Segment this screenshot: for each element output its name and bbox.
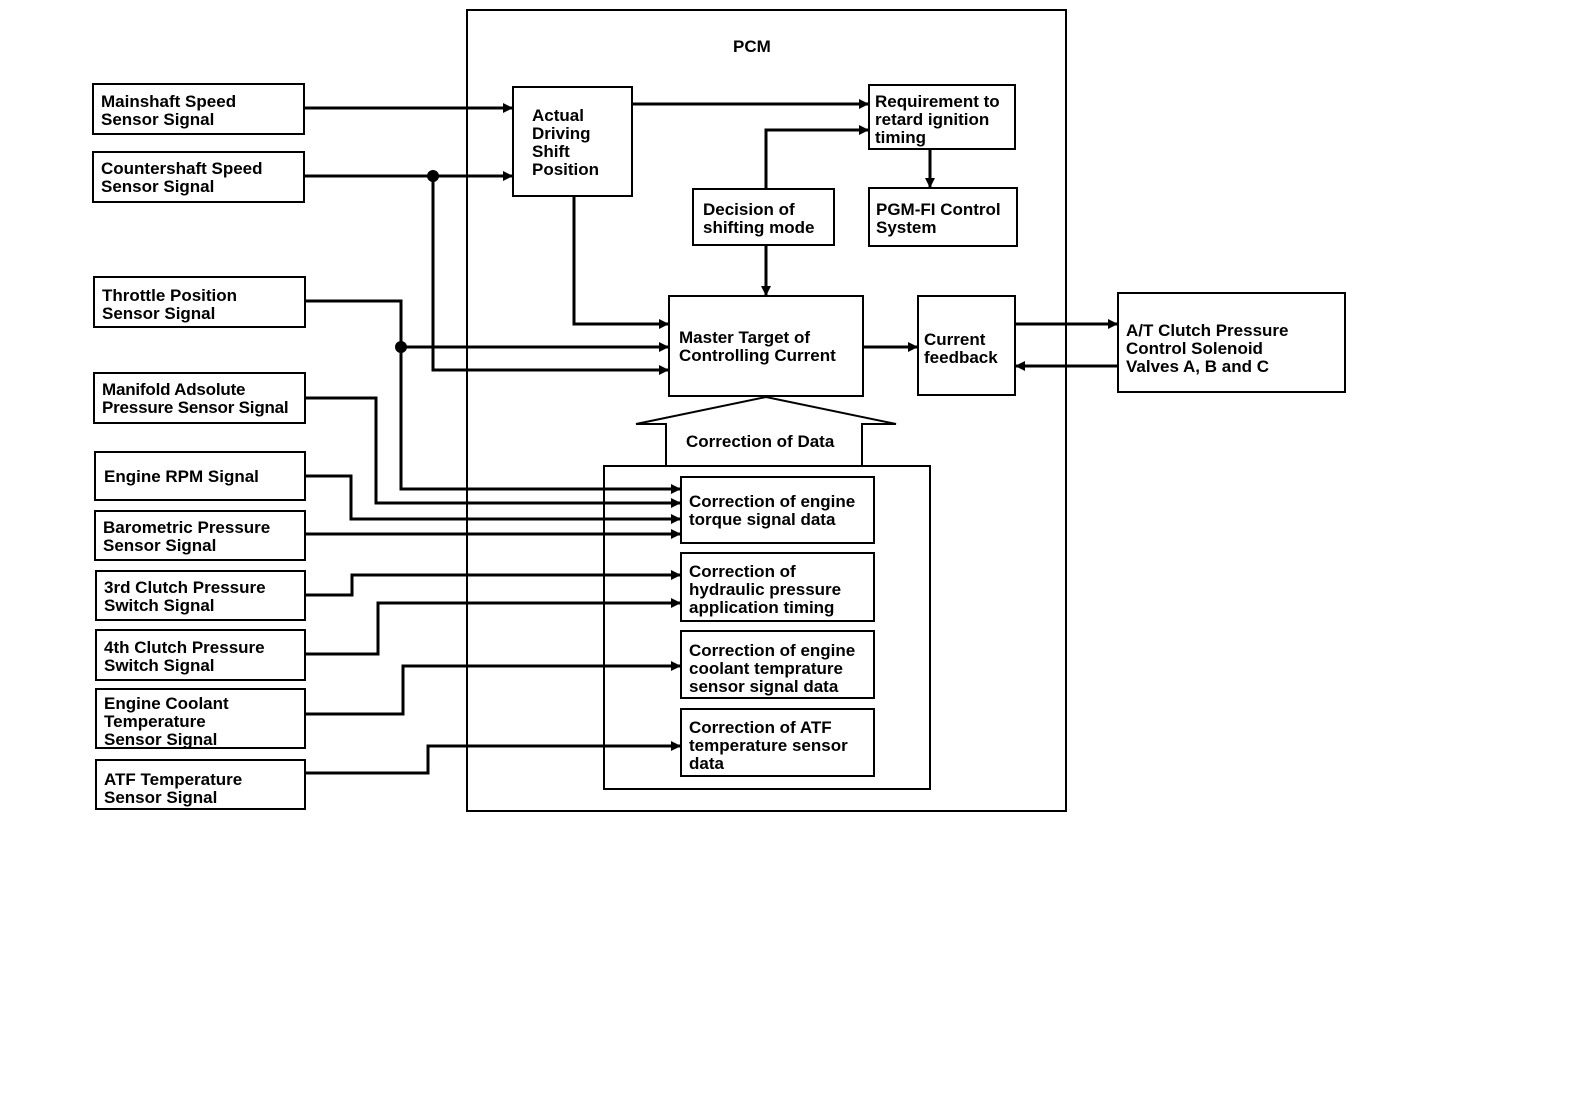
input-label: 4th Clutch Pressure Switch Signal: [104, 638, 265, 675]
input-countershaft-speed: Countershaft Speed Sensor Signal: [92, 151, 305, 203]
block-label: PGM-FI Control System: [876, 200, 1001, 237]
input-label: Mainshaft Speed Sensor Signal: [101, 92, 237, 129]
pcm-frame: [466, 9, 1067, 812]
correction-hydraulic-timing: Correction of hydraulic pressure applica…: [680, 552, 875, 622]
at-clutch-pressure-solenoid: A/T Clutch Pressure Control Solenoid Val…: [1117, 292, 1346, 393]
block-label: A/T Clutch Pressure Control Solenoid Val…: [1126, 321, 1289, 376]
correction-of-data-label: Correction of Data: [686, 432, 835, 451]
wire-countershaft-branch: [431, 176, 669, 375]
master-target-controlling-current: Master Target of Controlling Current: [668, 295, 864, 397]
input-engine-rpm: Engine RPM Signal: [94, 451, 306, 501]
wire-throttle: [306, 299, 669, 352]
input-4th-clutch-pressure: 4th Clutch Pressure Switch Signal: [95, 629, 306, 681]
wire-actual-master: [572, 197, 669, 329]
input-label: Barometric Pressure Sensor Signal: [103, 518, 271, 555]
retard-ignition-timing: Requirement to retard ignition timing: [868, 84, 1016, 150]
wire-clutch4: [306, 598, 681, 656]
input-label: Throttle Position Sensor Signal: [102, 286, 238, 323]
wire-decision-retard: [764, 125, 869, 188]
input-engine-coolant-temp: Engine Coolant Temperature Sensor Signal: [95, 688, 306, 749]
correction-coolant-temp: Correction of engine coolant temprature …: [680, 630, 875, 699]
wire-throttle-torque: [399, 347, 681, 494]
current-feedback: Current feedback: [917, 295, 1016, 396]
correction-label: Correction of hydraulic pressure applica…: [689, 562, 842, 617]
block-label: Requirement to retard ignition timing: [875, 92, 1000, 147]
correction-engine-torque: Correction of engine torque signal data: [680, 476, 875, 544]
block-label: Current feedback: [924, 330, 998, 367]
input-label: Engine Coolant Temperature Sensor Signal: [104, 694, 229, 749]
pgm-fi-control-system: PGM-FI Control System: [868, 187, 1018, 247]
wire-clutch3: [306, 570, 681, 597]
junction-dot: [427, 170, 439, 182]
input-mainshaft-speed: Mainshaft Speed Sensor Signal: [92, 83, 305, 135]
input-label: Manifold Adsolute Pressure Sensor Signal: [102, 380, 289, 417]
wire-map: [306, 396, 681, 508]
actual-driving-shift-position: Actual Driving Shift Position: [512, 86, 633, 197]
input-manifold-pressure: Manifold Adsolute Pressure Sensor Signal: [93, 372, 306, 424]
input-label: Engine RPM Signal: [104, 467, 259, 486]
decision-of-shifting-mode: Decision of shifting mode: [692, 188, 835, 246]
pcm-title: PCM: [733, 37, 771, 56]
wire-coolant: [306, 661, 681, 716]
correction-label: Correction of engine torque signal data: [689, 492, 856, 529]
junction-dot: [395, 341, 407, 353]
correction-of-data-arrow: [635, 395, 897, 465]
input-3rd-clutch-pressure: 3rd Clutch Pressure Switch Signal: [95, 570, 306, 621]
input-label: 3rd Clutch Pressure Switch Signal: [104, 578, 266, 615]
input-label: ATF Temperature Sensor Signal: [104, 770, 243, 807]
wire-atf: [306, 741, 681, 775]
correction-atf-temp: Correction of ATF temperature sensor dat…: [680, 708, 875, 777]
input-atf-temperature: ATF Temperature Sensor Signal: [95, 759, 306, 810]
correction-group-frame: [603, 465, 931, 790]
input-label: Countershaft Speed Sensor Signal: [101, 159, 263, 196]
input-throttle-position: Throttle Position Sensor Signal: [93, 276, 306, 328]
wire-rpm: [306, 474, 681, 524]
correction-label: Correction of engine coolant temprature …: [689, 641, 856, 696]
correction-label: Correction of ATF temperature sensor dat…: [689, 718, 848, 773]
block-label: Decision of shifting mode: [703, 200, 815, 237]
block-label: Master Target of Controlling Current: [679, 328, 836, 365]
input-barometric-pressure: Barometric Pressure Sensor Signal: [94, 510, 306, 561]
block-label: Actual Driving Shift Position: [532, 106, 600, 179]
